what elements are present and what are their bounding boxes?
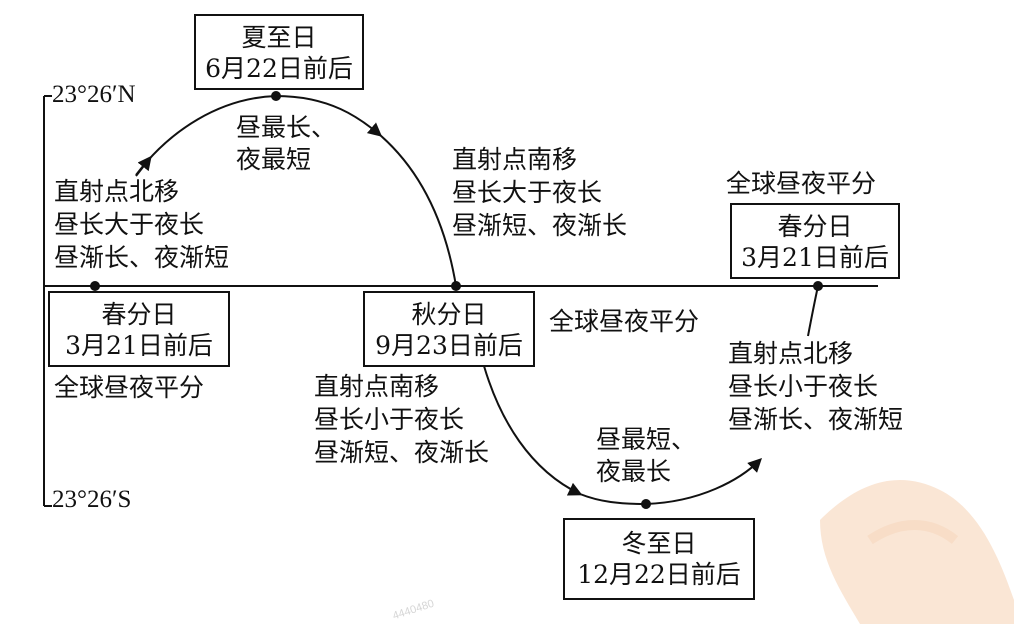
summer-solstice-name: 夏至日 [241,23,317,52]
south-move-2-line2: 昼长小于夜长 [314,405,465,434]
north-move-1-line1: 直射点北移 [54,177,180,206]
latitude-south-label: 23°26′S [52,486,132,513]
point-winter-solstice [641,499,651,509]
path-south-move-2 [483,365,583,496]
winter-day-night-line1: 昼最短、 [596,425,697,454]
box-autumn-equinox: 秋分日 9月23日前后 [363,291,535,367]
point-spring-equinox-left [90,281,100,291]
autumn-equinox-name: 秋分日 [411,300,487,329]
box-summer-solstice: 夏至日 6月22日前后 [194,14,364,90]
south-move-2-line3: 昼渐短、夜渐长 [314,438,490,467]
spring-equinox-right-date: 3月21日前后 [741,243,889,272]
north-move-2-line2: 昼长小于夜长 [728,372,879,401]
path-south-move-1b [379,134,457,287]
south-move-1-line2: 昼长大于夜长 [452,178,603,207]
path-north-move-2 [645,458,762,505]
spring-equinox-left-name: 春分日 [101,300,177,329]
point-summer-solstice [271,91,281,101]
equal-left-label: 全球昼夜平分 [54,373,205,402]
autumn-equinox-date: 9月23日前后 [375,331,523,360]
equal-top-right-label: 全球昼夜平分 [726,169,877,198]
box-spring-equinox-left: 春分日 3月21日前后 [48,291,230,367]
latitude-north-label: 23°26′N [52,81,136,108]
winter-day-night-line2: 夜最长 [596,457,672,486]
summer-day-night-line1: 昼最长、 [236,113,337,142]
point-autumn-equinox [451,281,461,291]
winter-solstice-date: 12月22日前后 [577,560,741,589]
north-move-2-line3: 昼渐长、夜渐短 [728,405,904,434]
path-south-move-1 [275,95,383,137]
north-move-1-line3: 昼渐长、夜渐短 [54,243,230,272]
box-spring-equinox-right: 春分日 3月21日前后 [730,203,900,279]
arrow-north-move-1 [135,155,152,177]
decorative-book-shape [820,480,1014,624]
summer-solstice-date: 6月22日前后 [205,54,353,83]
north-move-2-line1: 直射点北移 [728,339,854,368]
south-move-1-line1: 直射点南移 [452,145,578,174]
spring-equinox-right-name: 春分日 [777,212,853,241]
path-south-move-2b [579,493,647,505]
spring-equinox-left-date: 3月21日前后 [65,331,213,360]
point-spring-equinox-right [813,281,823,291]
north-move-1-line2: 昼长大于夜长 [54,210,205,239]
south-move-2-line1: 直射点南移 [314,372,440,401]
equal-middle-label: 全球昼夜平分 [549,307,700,336]
summer-day-night-line2: 夜最短 [236,145,312,174]
winter-solstice-name: 冬至日 [621,529,697,558]
path-north-move-2b [807,285,819,337]
box-winter-solstice: 冬至日 12月22日前后 [563,518,755,600]
south-move-1-line3: 昼渐短、夜渐长 [452,211,628,240]
